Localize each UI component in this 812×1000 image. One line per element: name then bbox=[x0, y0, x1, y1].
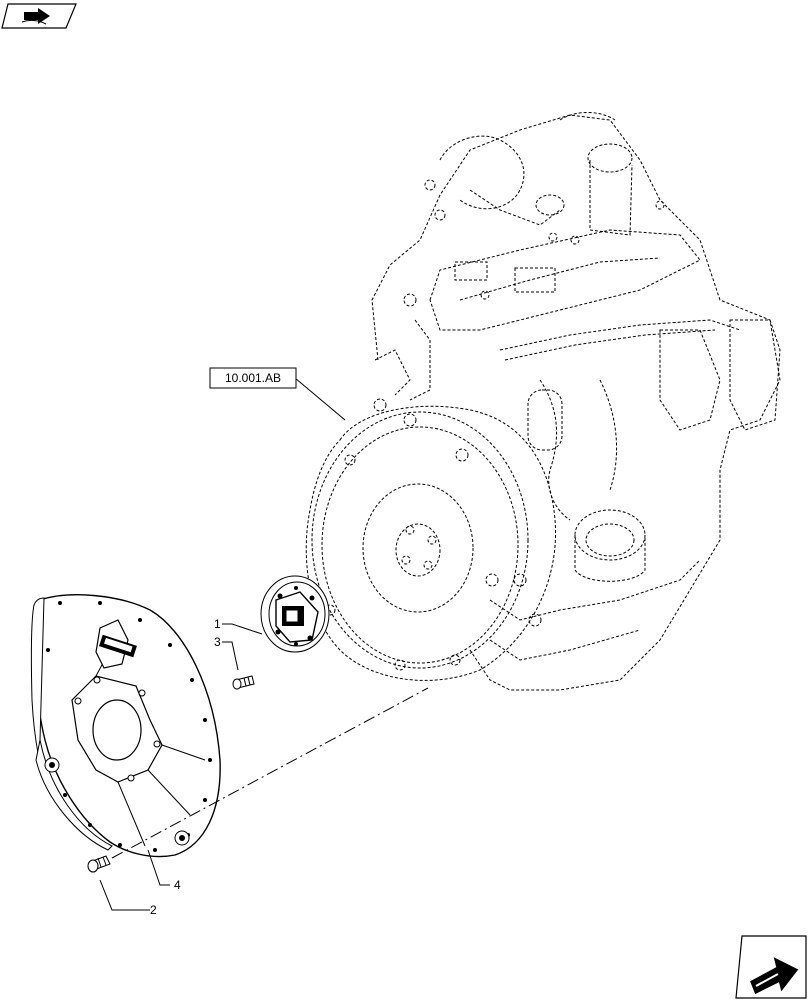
reference-leader bbox=[294, 377, 346, 421]
part-drive-plate bbox=[30, 594, 221, 858]
reference-label-box[interactable]: 10.001.AB bbox=[209, 367, 297, 389]
callout-3[interactable]: 3 bbox=[214, 635, 221, 649]
callout-4[interactable]: 4 bbox=[174, 878, 181, 892]
assembly-axis-line bbox=[111, 687, 429, 859]
part-bolt-2 bbox=[87, 855, 111, 873]
callout-2[interactable]: 2 bbox=[150, 903, 157, 917]
engine-assembly bbox=[305, 112, 781, 691]
book-arrow-icon[interactable] bbox=[1, 3, 77, 29]
callout-1[interactable]: 1 bbox=[214, 617, 221, 631]
reference-label: 10.001.AB bbox=[225, 371, 281, 385]
part-bolt-3 bbox=[232, 675, 255, 690]
callout-leaders bbox=[99, 623, 263, 911]
next-page-arrow-icon[interactable] bbox=[735, 935, 807, 999]
part-coupling-hub bbox=[260, 575, 330, 653]
